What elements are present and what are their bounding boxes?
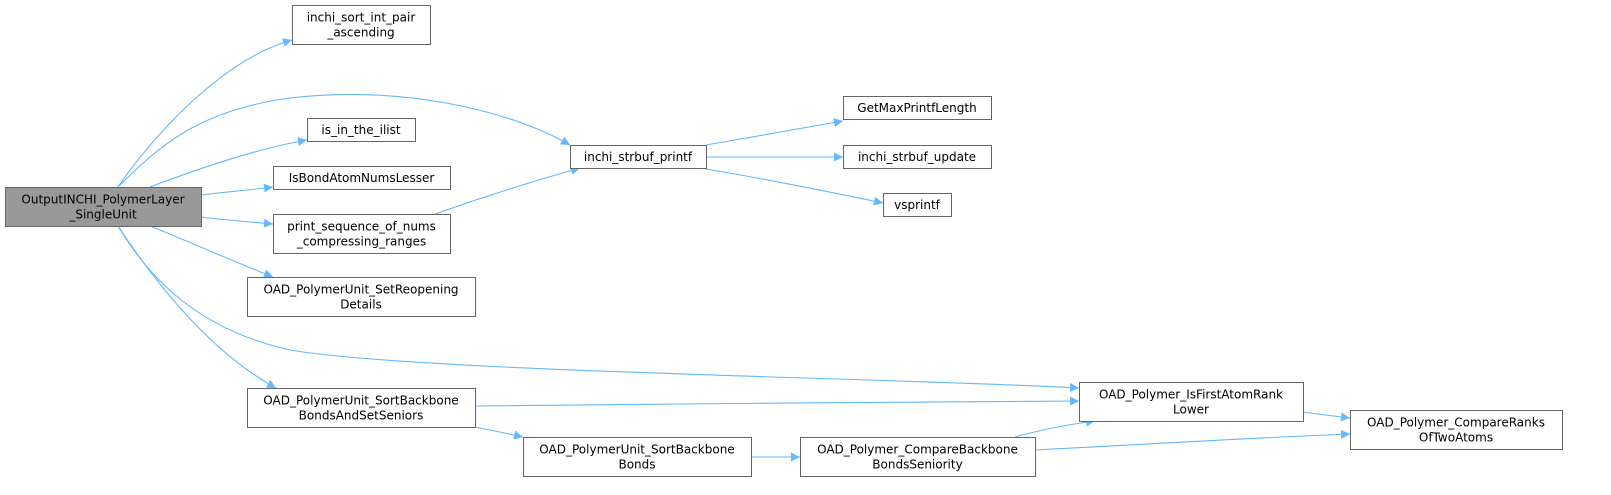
node-box[interactable] [247,277,476,317]
node-bond-atom-lesser[interactable]: IsBondAtomNumsLesser [273,166,451,190]
node-label-line: BondsAndSetSeniors [299,409,424,423]
node-label-line: BondsSeniority [872,458,962,472]
node-label-line: GetMaxPrintfLength [857,101,976,115]
node-box[interactable] [843,96,992,120]
edge-print_seq-to-strbuf_printf [434,166,581,215]
node-label-line: OAD_PolymerUnit_SortBackbone [263,394,458,408]
node-label-line: Lower [1173,403,1209,417]
edge-root-to-print_seq [200,216,274,228]
edge-compare_backbone-to-compare_ranks [1034,429,1351,451]
node-print-seq[interactable]: print_sequence_of_nums_compressing_range… [273,214,451,254]
node-strbuf-update[interactable]: inchi_strbuf_update [843,145,992,169]
node-box[interactable] [843,145,992,169]
node-label-line: Bonds [618,458,655,472]
node-box[interactable] [273,166,451,190]
node-box[interactable] [570,145,707,169]
node-box[interactable] [1350,410,1563,450]
node-label-line: OAD_Polymer_CompareRanks [1367,416,1545,430]
node-vsprintf[interactable]: vsprintf [883,193,952,217]
node-label-line: print_sequence_of_nums [287,220,436,234]
node-label-line: OAD_Polymer_IsFirstAtomRank [1099,388,1283,402]
edge-sort_backbone_seniors-to-first_atom_rank [474,396,1080,407]
node-label-line: OAD_PolymerUnit_SortBackbone [539,443,734,457]
node-box[interactable] [273,214,451,254]
node-label-line: inchi_sort_int_pair [307,11,416,25]
edge-root-to-set_reopening [149,225,274,278]
edge-sort_backbone_seniors-to-sort_backbone_bonds [474,426,524,440]
node-label-line: IsBondAtomNumsLesser [289,171,435,185]
edge-compare_backbone-to-first_atom_rank [1014,417,1096,438]
node-box[interactable] [883,193,952,217]
node-label-line: OAD_Polymer_CompareBackbone [817,443,1018,457]
node-label-line: OutputINCHI_PolymerLayer [21,193,184,207]
node-label-line: OAD_PolymerUnit_SetReopening [263,283,458,297]
node-label-line: _ascending [326,26,394,40]
node-label-line: Details [340,298,382,312]
node-strbuf-printf[interactable]: inchi_strbuf_printf [570,145,707,169]
edge-root-to-is_in_ilist [149,137,308,188]
edge-strbuf_printf-to-get_max_printf [705,118,844,146]
node-root[interactable]: OutputINCHI_PolymerLayer_SingleUnit [5,187,202,227]
edge-root-to-first_atom_rank [117,225,1080,392]
node-label-line: vsprintf [894,198,941,212]
edge-first_atom_rank-to-compare_ranks [1302,411,1351,422]
edge-root-to-strbuf_printf [117,93,571,188]
node-box[interactable] [292,5,431,45]
node-sort-backbone-seniors[interactable]: OAD_PolymerUnit_SortBackboneBondsAndSetS… [247,388,476,428]
node-label-line: inchi_strbuf_update [858,150,976,164]
node-sort-int-pair[interactable]: inchi_sort_int_pair_ascending [292,5,431,45]
node-get-max-printf[interactable]: GetMaxPrintfLength [843,96,992,120]
node-label-line: inchi_strbuf_printf [584,150,693,164]
node-box[interactable] [5,187,202,227]
node-label-line: _SingleUnit [68,208,137,222]
edge-root-to-sort_int_pair [117,38,293,188]
node-box[interactable] [307,118,416,142]
node-box[interactable] [523,437,752,477]
node-box[interactable] [1079,382,1304,422]
edges-layer [117,38,1351,462]
edge-strbuf_printf-to-vsprintf [705,168,884,206]
nodes-layer: OutputINCHI_PolymerLayer_SingleUnit inchi… [5,5,1563,477]
node-label-line: _compressing_ranges [296,235,427,249]
node-label-line: is_in_the_ilist [321,123,400,137]
edge-root-to-bond_atom_lesser [200,183,274,196]
node-box[interactable] [247,388,476,428]
node-is-in-ilist[interactable]: is_in_the_ilist [307,118,416,142]
node-compare-backbone[interactable]: OAD_Polymer_CompareBackboneBondsSeniorit… [800,437,1036,477]
node-label-line: OfTwoAtoms [1419,431,1493,445]
node-box[interactable] [800,437,1036,477]
